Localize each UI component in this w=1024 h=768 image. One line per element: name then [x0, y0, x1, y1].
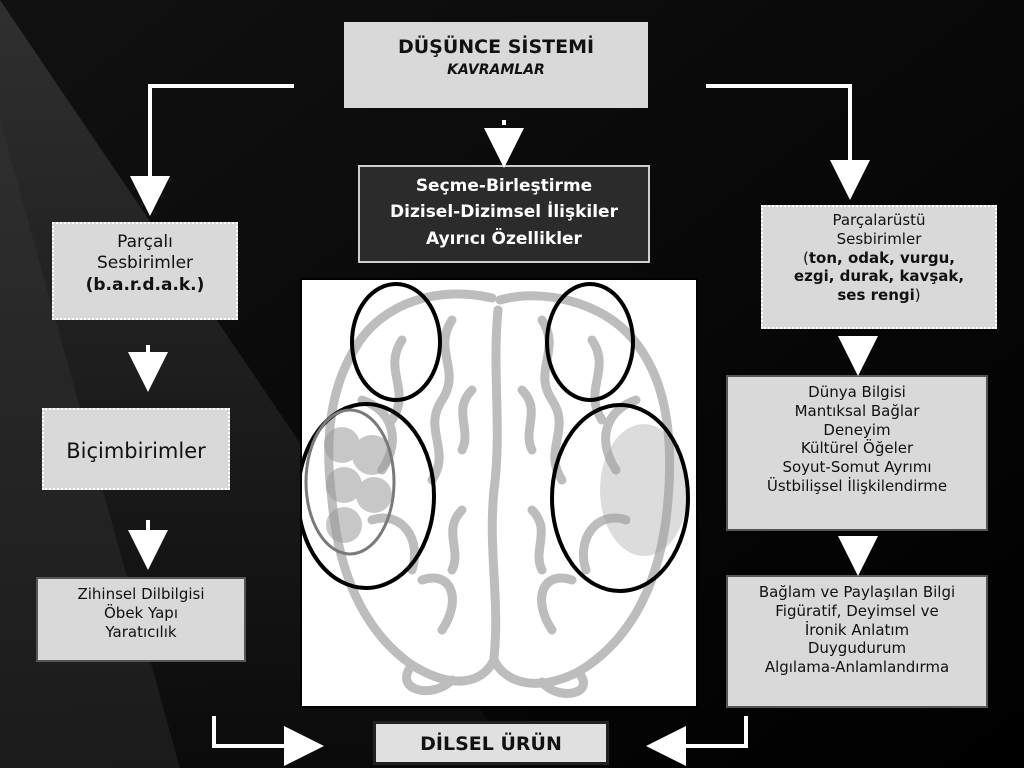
- brain-illustration-icon: [296, 282, 690, 698]
- right2-line4: Kültürel Öğeler: [800, 439, 914, 458]
- segmental-phonemes-box: Parçalı Sesbirimler (b.a.r.d.a.k.): [52, 222, 238, 320]
- right1-line4: ezgi, durak, kavşak,: [793, 267, 965, 286]
- morphemes-box: Biçimbirimler: [42, 408, 230, 490]
- right1-line5: ses rengi: [837, 286, 915, 304]
- right2-line5: Soyut-Somut Ayrımı: [782, 458, 932, 476]
- right1-line3: ton, odak, vurgu,: [808, 248, 955, 267]
- world-knowledge-box: Dünya Bilgisi Mantıksal Bağlar Deneyim K…: [726, 375, 988, 531]
- suprasegmental-phonemes-box: Parçalarüstü Sesbirimler (ton, odak, vur…: [761, 205, 997, 329]
- top-left-oval: [350, 282, 442, 402]
- right2-line1: Dünya Bilgisi: [808, 383, 906, 401]
- right1-line2: Sesbirimler: [836, 229, 922, 248]
- linguistic-product-box: DİLSEL ÜRÜN: [373, 721, 609, 765]
- right1-line1: Parçalarüstü: [832, 211, 926, 229]
- left3-line1: Zihinsel Dilbilgisi: [77, 585, 205, 603]
- title-box: DÜŞÜNCE SİSTEMİ KAVRAMLAR: [344, 22, 648, 108]
- title-sub: KAVRAMLAR: [447, 61, 545, 78]
- center-line-3: Ayırıcı Özellikler: [426, 228, 582, 249]
- right2-line6: Üstbilişsel İlişkilendirme: [766, 476, 948, 495]
- right3-line1: Bağlam ve Paylaşılan Bilgi: [758, 583, 956, 601]
- right3-line4: Duygudurum: [807, 639, 907, 658]
- right3-line2: Figüratif, Deyimsel ve: [775, 601, 939, 620]
- center-concepts-box: Seçme-Birleştirme Dizisel-Dizimsel İlişk…: [358, 165, 650, 263]
- right2-line3: Deneyim: [823, 420, 891, 439]
- left3-line2: Öbek Yapı: [104, 603, 178, 622]
- left1-line2: Sesbirimler: [96, 253, 194, 274]
- right2-line2: Mantıksal Bağlar: [794, 401, 920, 420]
- left1-line3: (b.a.r.d.a.k.): [85, 274, 205, 295]
- right3-line5: Algılama-Anlamlandırma: [764, 658, 950, 676]
- left3-line3: Yaratıcılık: [105, 622, 177, 641]
- right1-close-paren: ): [914, 286, 921, 304]
- center-line-2: Dizisel-Dizimsel İlişkiler: [390, 202, 618, 223]
- right3-line3: İronik Anlatım: [804, 620, 910, 639]
- center-line-1: Seçme-Birleştirme: [415, 176, 593, 196]
- right-oval: [550, 403, 690, 593]
- brain-frame: [296, 278, 698, 708]
- top-right-oval: [545, 282, 635, 402]
- title-main: DÜŞÜNCE SİSTEMİ: [397, 36, 595, 58]
- morphemes-label: Biçimbirimler: [66, 439, 206, 463]
- context-box: Bağlam ve Paylaşılan Bilgi Figüratif, De…: [726, 575, 988, 708]
- mental-grammar-box: Zihinsel Dilbilgisi Öbek Yapı Yaratıcılı…: [36, 577, 246, 662]
- left1-line1: Parçalı: [117, 232, 173, 252]
- right1-open-paren: (: [803, 248, 809, 267]
- linguistic-product-label: DİLSEL ÜRÜN: [420, 733, 562, 755]
